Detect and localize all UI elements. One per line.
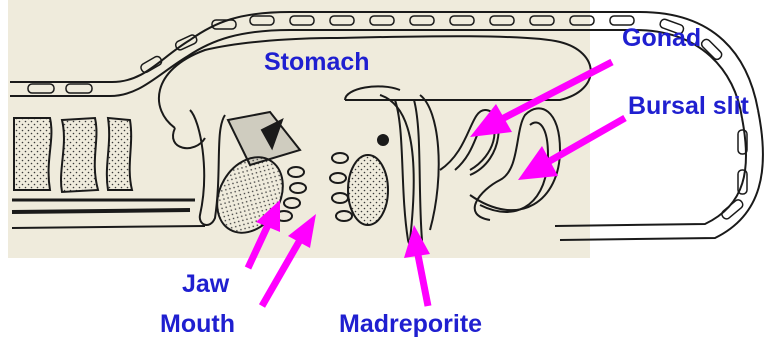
right-jaw-ossicle	[348, 155, 388, 225]
arm-vertebrae	[14, 118, 132, 192]
madreporite-label: Madreporite	[339, 312, 482, 337]
bursal-slit-label: Bursal slit	[628, 94, 749, 119]
arm-lower-wall-2	[12, 210, 190, 212]
stomach-label: Stomach	[264, 50, 370, 75]
jaw-label: Jaw	[182, 272, 229, 297]
right-nerve-dot	[378, 135, 388, 145]
mouth-label: Mouth	[160, 312, 235, 337]
disc-outer-wall	[560, 110, 763, 240]
gonad-label: Gonad	[622, 26, 701, 51]
